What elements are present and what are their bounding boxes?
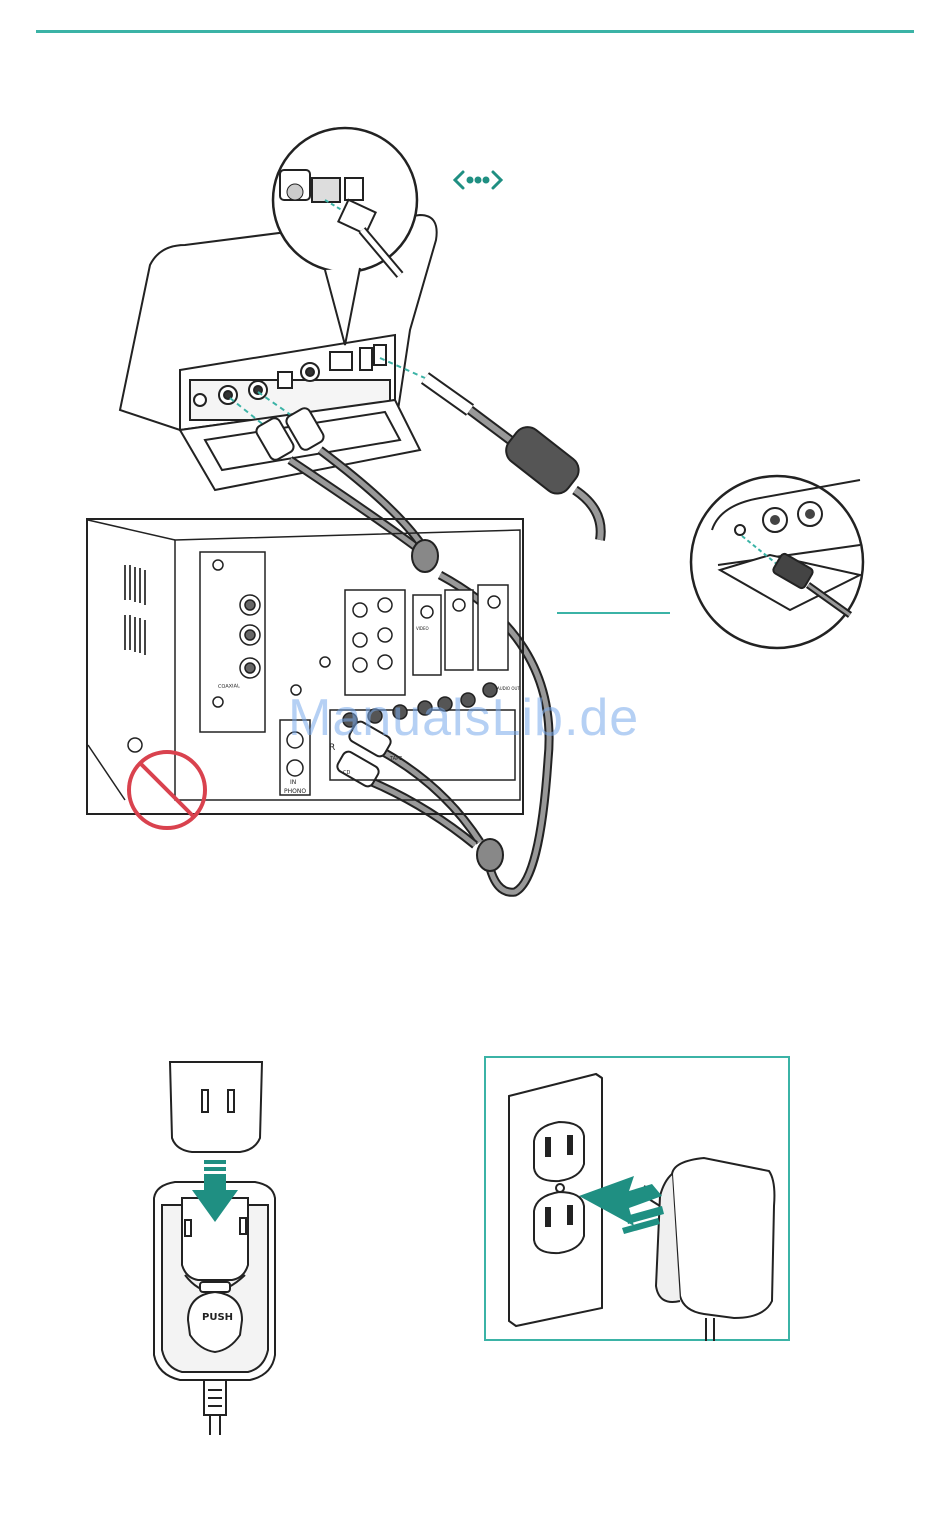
headphone-zoom-bubble <box>691 476 863 648</box>
network-arrows-icon <box>455 172 501 188</box>
push-label: PUSH <box>202 1312 233 1323</box>
connection-illustration: COAXIAL PHONO IN R CD TAPE VIDEO AUDIO O… <box>0 0 950 920</box>
cd-label: CD <box>343 770 350 776</box>
adapter-illustration: PUSH <box>140 1050 290 1440</box>
receiver-unit <box>88 520 520 800</box>
no-symbol-icon <box>129 752 205 828</box>
audio-out-label: AUDIO OUT <box>497 686 520 691</box>
r-label: R <box>329 743 335 753</box>
coaxial-label: COAXIAL <box>218 683 240 690</box>
tape-label: TAPE <box>389 756 402 762</box>
phono-in-label: IN <box>290 779 296 786</box>
video-label: VIDEO <box>416 626 429 631</box>
outlet-illustration <box>484 1056 790 1341</box>
phono-label: PHONO <box>284 788 306 795</box>
